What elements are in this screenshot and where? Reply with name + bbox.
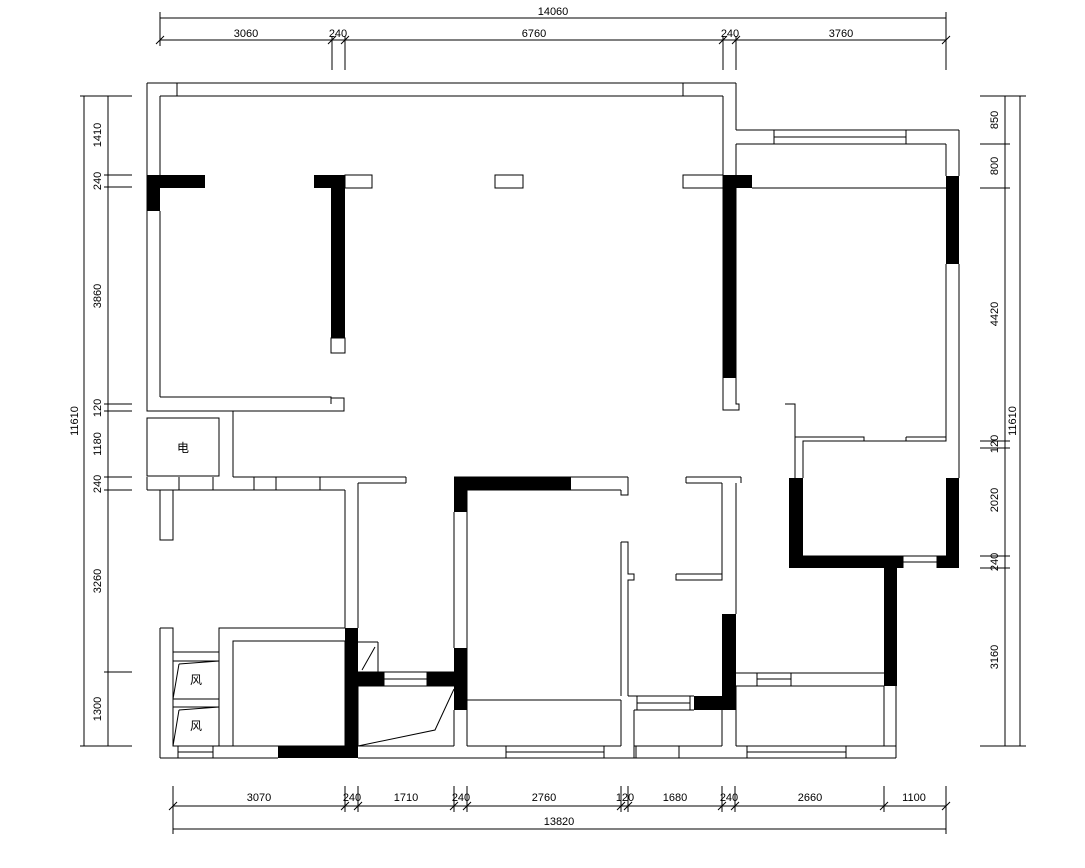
dim-left-6: 240 bbox=[92, 475, 104, 493]
dim-top-total: 14060 bbox=[538, 6, 569, 18]
dim-top-3: 6760 bbox=[522, 28, 546, 40]
dim-bottom-total: 13820 bbox=[544, 816, 575, 828]
vent-label-1: 风 bbox=[190, 673, 202, 687]
dim-left-4: 120 bbox=[92, 399, 104, 417]
structural-walls bbox=[147, 175, 959, 758]
dim-top-1: 3060 bbox=[234, 28, 258, 40]
dim-top-5: 3760 bbox=[829, 28, 853, 40]
right-dimension-lines bbox=[980, 95, 1026, 747]
dim-left-8: 1300 bbox=[92, 697, 104, 721]
dim-right-1: 850 bbox=[989, 111, 1001, 129]
dim-bottom-6: 120 bbox=[616, 792, 634, 804]
dim-bottom-10: 1100 bbox=[902, 792, 926, 804]
dim-top-2: 240 bbox=[329, 28, 347, 40]
dim-bottom-2: 240 bbox=[343, 792, 361, 804]
dim-left-7: 3260 bbox=[92, 569, 104, 593]
dim-bottom-9: 2660 bbox=[798, 792, 822, 804]
dim-bottom-8: 240 bbox=[720, 792, 738, 804]
bottom-dimension-lines bbox=[168, 786, 951, 834]
dim-right-4: 120 bbox=[989, 435, 1001, 453]
dim-right-6: 240 bbox=[989, 553, 1001, 571]
dim-bottom-7: 1680 bbox=[663, 792, 687, 804]
dim-right-total: 11610 bbox=[1007, 406, 1019, 436]
interior-walls bbox=[146, 174, 947, 758]
top-dimension-lines bbox=[155, 12, 951, 70]
vent-label-2: 风 bbox=[190, 719, 202, 733]
dim-top-4: 240 bbox=[721, 28, 739, 40]
dim-bottom-5: 2760 bbox=[532, 792, 556, 804]
dim-bottom-3: 1710 bbox=[394, 792, 418, 804]
dim-right-3: 4420 bbox=[989, 302, 1001, 326]
dim-left-1: 1410 bbox=[92, 123, 104, 147]
dim-right-7: 3160 bbox=[989, 645, 1001, 669]
dim-left-3: 3860 bbox=[92, 284, 104, 308]
dim-bottom-4: 240 bbox=[452, 792, 470, 804]
dim-right-5: 2020 bbox=[989, 488, 1001, 512]
outer-walls bbox=[146, 82, 960, 759]
dim-bottom-1: 3070 bbox=[247, 792, 271, 804]
dim-left-2: 240 bbox=[92, 172, 104, 190]
dim-left-total: 11610 bbox=[69, 406, 81, 436]
electric-box-label: 电 bbox=[177, 441, 189, 455]
dim-left-5: 1180 bbox=[92, 432, 104, 456]
dim-right-2: 800 bbox=[989, 157, 1001, 175]
left-dimension-lines bbox=[80, 95, 132, 747]
